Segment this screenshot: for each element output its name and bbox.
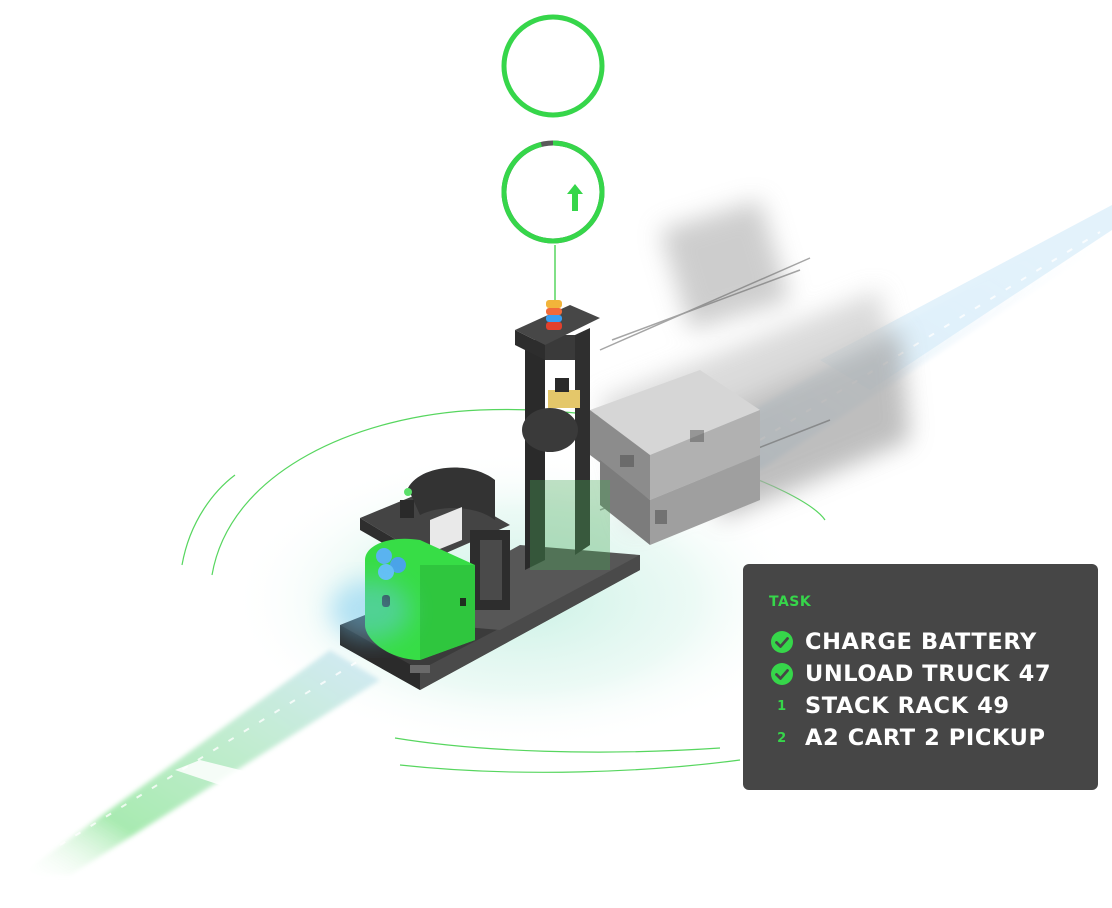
task-item-done: UNLOAD TRUCK 47 (769, 658, 1098, 690)
ring-progress-gauge (501, 14, 605, 118)
status-ring-lifting (501, 140, 605, 244)
task-panel-heading: TASK (769, 594, 812, 610)
task-index: 2 (777, 730, 787, 746)
task-label: CHARGE BATTERY (805, 629, 1037, 655)
task-item-done: CHARGE BATTERY (769, 626, 1098, 658)
up-arrow-icon (567, 184, 583, 211)
task-item-pending: 2 A2 CART 2 PICKUP (769, 722, 1098, 754)
task-item-pending: 1 STACK RACK 49 (769, 690, 1098, 722)
status-ring-idle (501, 14, 605, 118)
task-index: 1 (777, 698, 787, 714)
check-icon (769, 629, 795, 655)
task-order-number: 1 (769, 693, 795, 719)
task-order-number: 2 (769, 725, 795, 751)
task-label: STACK RACK 49 (805, 693, 1010, 719)
beacon-light (546, 245, 562, 330)
task-panel: TASK CHARGE BATTERY UNLOAD TRUCK 47 1 ST… (743, 564, 1098, 790)
ring-progress-gauge (501, 140, 605, 244)
cargo-boxes (590, 370, 760, 545)
battery-glow (330, 580, 410, 640)
check-icon (769, 661, 795, 687)
task-label: A2 CART 2 PICKUP (805, 725, 1046, 751)
task-label: UNLOAD TRUCK 47 (805, 661, 1052, 687)
